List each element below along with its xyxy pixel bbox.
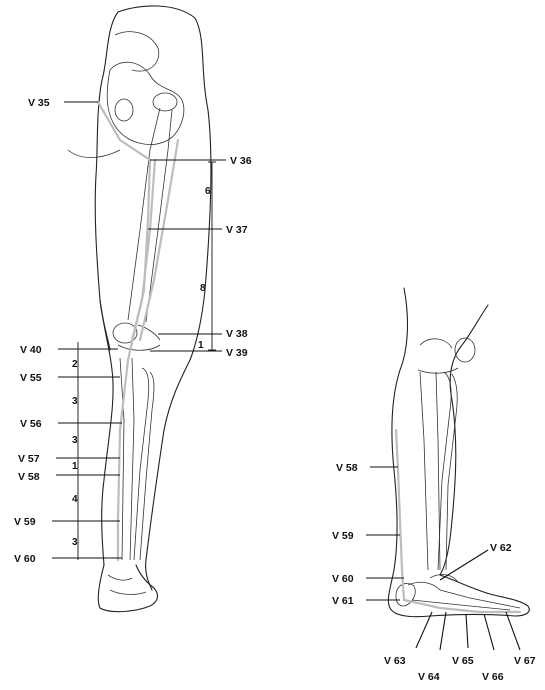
lower-scale-1: 1	[72, 461, 78, 472]
tibia-bone	[120, 358, 134, 560]
leader-foot-v63	[416, 612, 432, 648]
lower-leg-foot-figure: V 58 V 59 V 60 V 61 V 62 V 63 V 64 V 65 …	[332, 288, 536, 683]
hip-back-outline	[95, 12, 118, 350]
thigh-scale-8: 8	[200, 283, 206, 294]
label-v60: V 60	[14, 553, 36, 565]
leg-back-outline	[146, 360, 190, 590]
foot-label-v61: V 61	[332, 595, 354, 607]
label-v57: V 57	[18, 453, 40, 465]
full-leg-figure: V 35 V 36 V 37 V 38 V 39 V 40 V 55 V 56 …	[14, 6, 252, 612]
foot-label-v58: V 58	[336, 462, 358, 474]
knee-joint	[118, 325, 160, 350]
leader-foot-v67	[506, 612, 520, 650]
foot-label-v65: V 65	[452, 655, 474, 667]
pelvis-bone	[107, 62, 184, 144]
lower-scale-4: 4	[72, 494, 78, 505]
label-v40: V 40	[20, 344, 42, 356]
lower-scale-3a: 3	[72, 396, 78, 407]
leader-foot-v65	[466, 614, 468, 648]
foot-label-v60: V 60	[332, 573, 354, 585]
fibula-bone	[134, 368, 154, 560]
label-v58: V 58	[18, 471, 40, 483]
fibula-right	[438, 372, 457, 570]
bladder-meridian-lower	[396, 430, 520, 612]
label-v39: V 39	[226, 347, 248, 359]
label-v35: V 35	[28, 97, 50, 109]
femur-head	[153, 93, 177, 111]
tibia-right	[420, 372, 440, 570]
lower-scale-3b: 3	[72, 435, 78, 446]
foot-label-v64: V 64	[418, 671, 440, 683]
torso-outline	[118, 6, 211, 360]
foot-bones	[108, 575, 146, 594]
thigh-scale-1: 1	[198, 340, 204, 351]
knee-joint-right	[418, 339, 458, 373]
iliac-crest	[115, 32, 159, 71]
label-v56: V 56	[20, 418, 42, 430]
label-v55: V 55	[20, 372, 42, 384]
foot-label-v59: V 59	[332, 530, 354, 542]
lower-scale-3c: 3	[72, 537, 78, 548]
foot-label-v62: V 62	[490, 542, 512, 554]
foot-outline	[98, 565, 157, 612]
label-v59: V 59	[14, 516, 36, 528]
hip-socket	[115, 99, 133, 121]
buttock-crease	[68, 150, 120, 158]
shin-meridian-line	[132, 160, 155, 340]
label-v38: V 38	[226, 328, 248, 340]
leader-foot-v66	[484, 614, 494, 650]
foot-label-v63: V 63	[384, 655, 406, 667]
thigh-scale-6: 6	[205, 186, 211, 197]
foot-label-v67: V 67	[514, 655, 536, 667]
foot-label-v66: V 66	[482, 671, 504, 683]
inner-meridian-line	[140, 140, 178, 340]
label-v36: V 36	[230, 155, 252, 167]
label-v37: V 37	[226, 224, 248, 236]
lower-scale-2: 2	[72, 359, 78, 370]
leader-foot-v64	[440, 612, 446, 650]
leg-front-outline	[100, 300, 113, 565]
